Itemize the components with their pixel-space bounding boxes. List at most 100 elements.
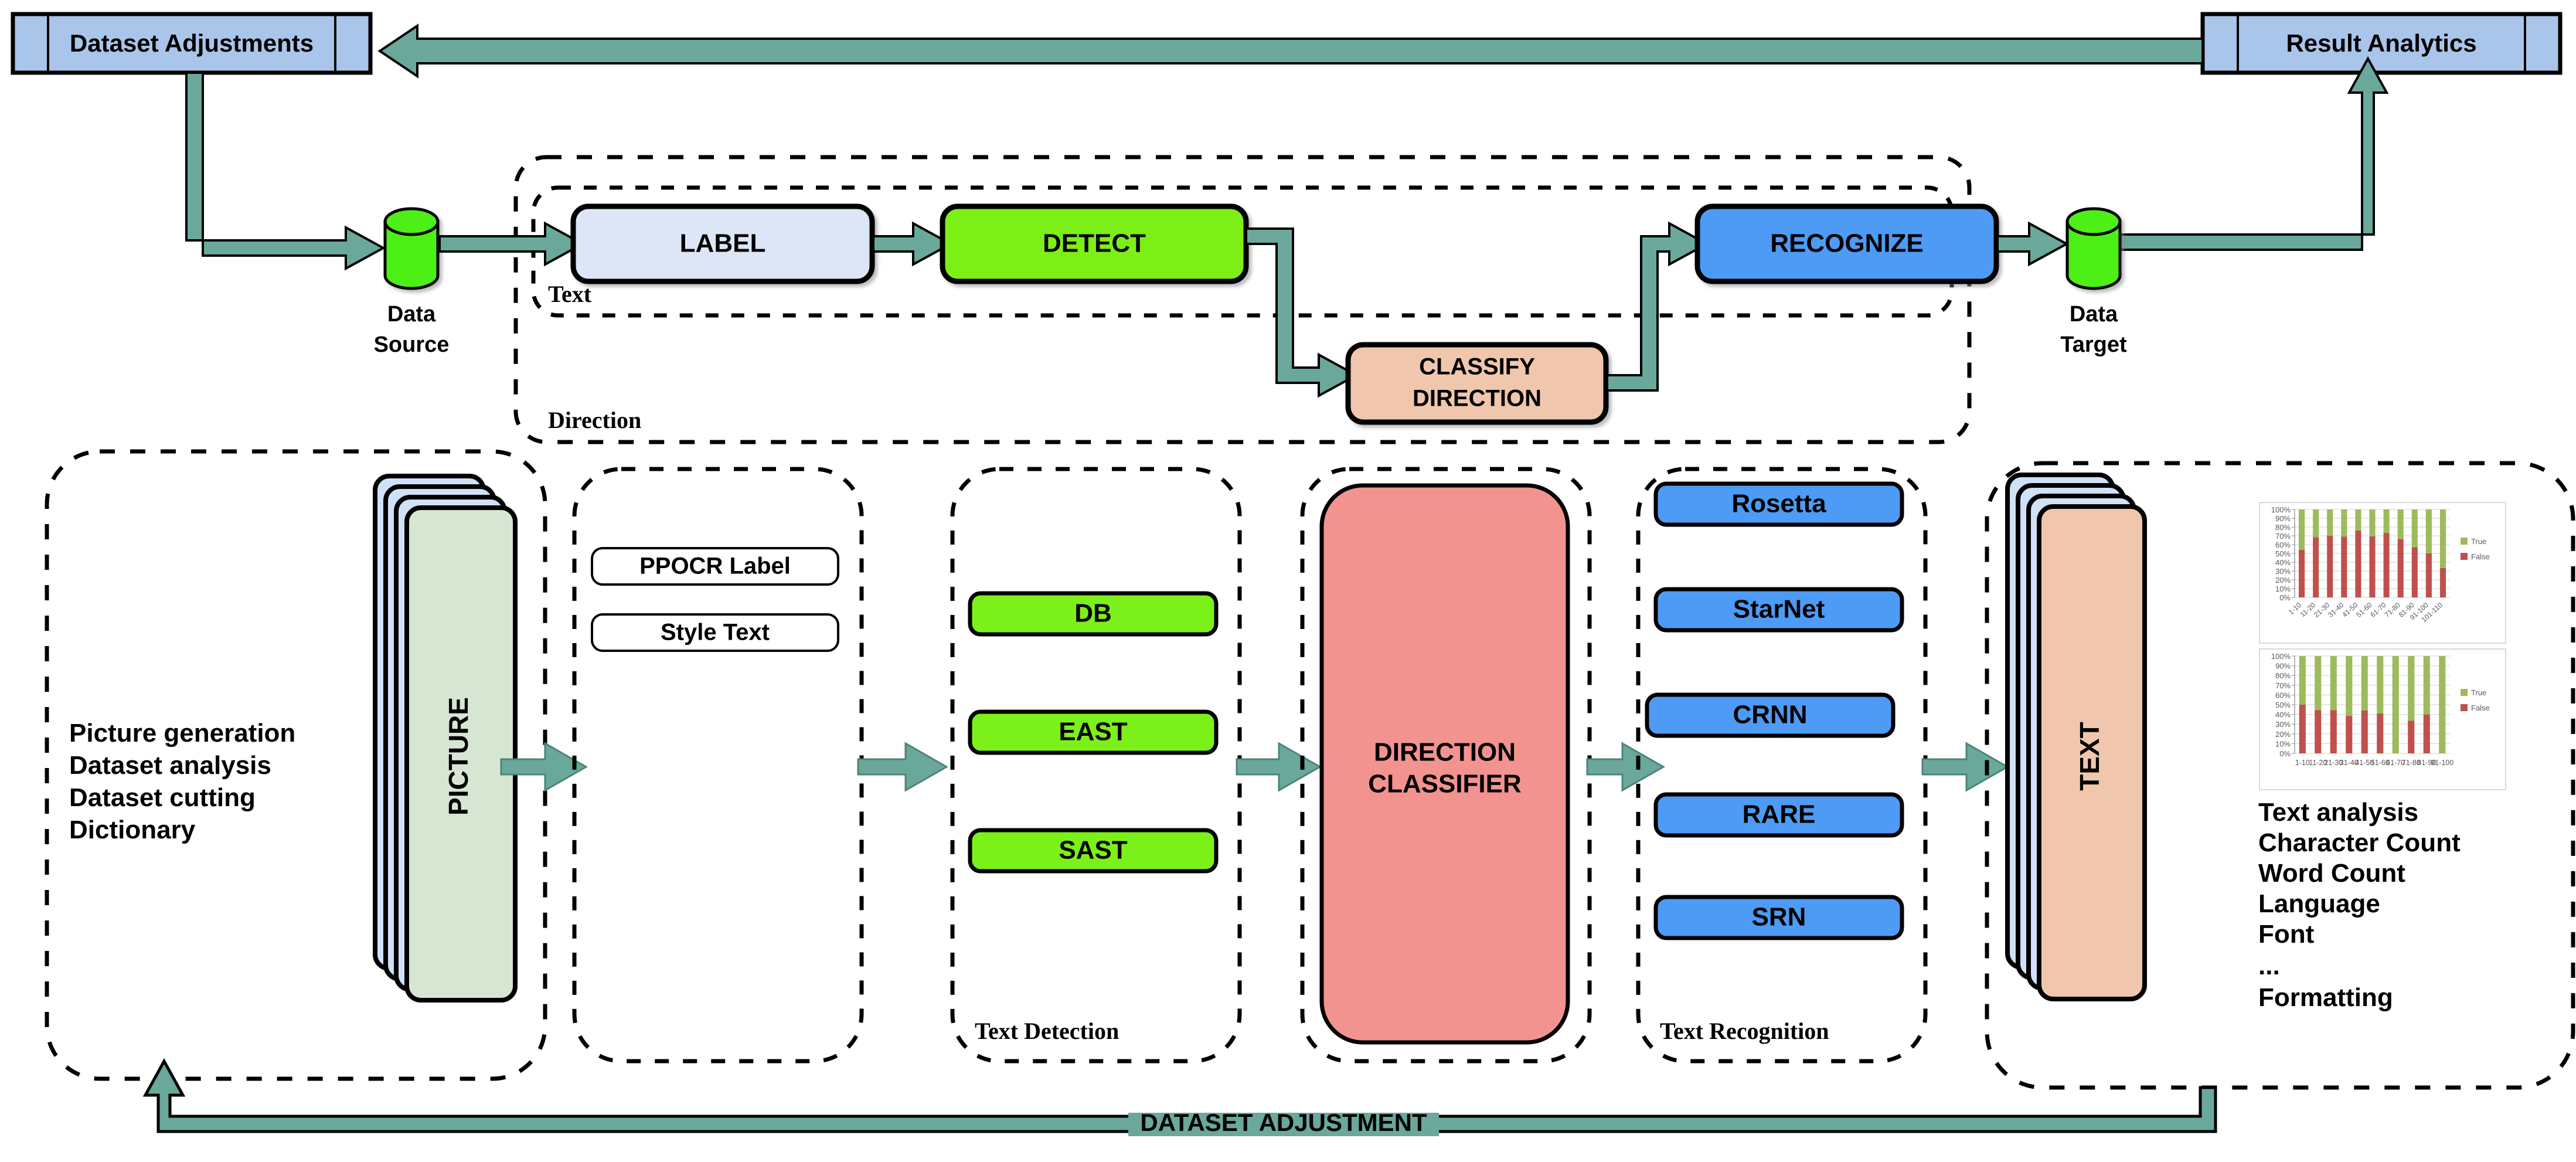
analytics-line-3: Language [2258, 889, 2380, 918]
svg-text:20%: 20% [2275, 576, 2291, 585]
svg-text:81-90: 81-90 [2417, 759, 2436, 767]
step-label[interactable]: LABEL [570, 203, 875, 284]
arrow-classify-to-recognize [1606, 221, 1710, 392]
item-crnn[interactable]: CRNN [1645, 692, 1896, 738]
stack-picture[interactable]: PICTURE [373, 474, 518, 1003]
node-data-target-label-line2: Target [2060, 332, 2127, 357]
svg-text:70%: 70% [2275, 681, 2291, 690]
step-classify-direction-line2: DIRECTION [1413, 386, 1541, 412]
stack-text[interactable]: TEXT [2005, 473, 2147, 1001]
svg-text:80%: 80% [2275, 523, 2291, 532]
svg-text:100%: 100% [2271, 652, 2291, 661]
group-text-label: Text [548, 281, 592, 307]
step-detect-text: DETECT [1043, 229, 1146, 258]
item-style-text-text: Style Text [661, 620, 770, 645]
node-data-source-label-line1: Data [387, 302, 436, 327]
arrow-recognize-to-datatarget [1996, 221, 2070, 267]
node-result-analytics[interactable]: Result Analytics [2200, 12, 2563, 75]
item-crnn-text: CRNN [1733, 701, 1807, 729]
panel-text-detection: Text Detection [950, 467, 1242, 1064]
arrow-adjustments-to-datasource [185, 72, 386, 271]
analytics-line-0: Text analysis [2258, 798, 2418, 827]
svg-text:41-50: 41-50 [2355, 759, 2374, 767]
step-recognize-text: RECOGNIZE [1770, 229, 1924, 258]
svg-text:11-20: 11-20 [2309, 759, 2327, 767]
svg-text:True: True [2471, 688, 2486, 697]
item-srn-text: SRN [1752, 903, 1806, 932]
item-db[interactable]: DB [968, 591, 1219, 637]
arrow-label-to-detect [872, 221, 954, 267]
item-starnet[interactable]: StarNet [1653, 587, 1904, 633]
node-dataset-adjustments[interactable]: Dataset Adjustments [11, 12, 373, 75]
step-label-text: LABEL [680, 229, 766, 258]
svg-text:1-10: 1-10 [2295, 759, 2310, 767]
svg-text:51-60: 51-60 [2371, 759, 2390, 767]
node-result-analytics-label: Result Analytics [2286, 29, 2476, 57]
step-detect[interactable]: DETECT [940, 203, 1249, 284]
item-sast-text: SAST [1059, 836, 1127, 865]
analytics-line-1: Character Count [2258, 828, 2461, 857]
svg-text:21-30: 21-30 [2324, 759, 2343, 767]
item-east[interactable]: EAST [968, 709, 1219, 755]
svg-text:70%: 70% [2275, 532, 2291, 541]
arrow-detection-to-classifier [1236, 742, 1322, 792]
item-rosetta[interactable]: Rosetta [1653, 481, 1904, 527]
panel-text-detection-caption: Text Detection [975, 1018, 1119, 1044]
svg-text:30%: 30% [2275, 567, 2291, 576]
panel-picture-line-3: Dictionary [69, 816, 196, 844]
svg-text:31-40: 31-40 [2340, 759, 2359, 767]
bottom-flow-label: DATASET ADJUSTMENT [1140, 1109, 1427, 1136]
item-direction-classifier[interactable]: DIRECTION CLASSIFIER [1319, 483, 1570, 1045]
svg-text:91-100: 91-100 [2431, 759, 2454, 767]
item-srn[interactable]: SRN [1653, 895, 1904, 940]
svg-text:30%: 30% [2275, 720, 2291, 729]
svg-text:False: False [2471, 704, 2490, 712]
svg-text:60%: 60% [2275, 541, 2291, 549]
chart-2: 0%10%20%30%40%50%60%70%80%90%100%1-1011-… [2259, 648, 2506, 790]
item-style-text[interactable]: Style Text [591, 613, 839, 652]
arrow-datatarget-to-analytics [2091, 56, 2389, 251]
panel-picture-line-2: Dataset cutting [69, 783, 256, 812]
svg-text:10%: 10% [2275, 739, 2291, 748]
item-ppocr-label[interactable]: PPOCR Label [591, 547, 839, 586]
chart-1: 0%10%20%30%40%50%60%70%80%90%100%1-1011-… [2259, 502, 2506, 644]
panel-picture-line-1: Dataset analysis [69, 751, 271, 780]
item-direction-classifier-line2: CLASSIFIER [1368, 770, 1522, 799]
item-sast[interactable]: SAST [968, 828, 1219, 874]
node-dataset-adjustments-label: Dataset Adjustments [70, 29, 314, 57]
panel-text-recognition-caption: Text Recognition [1660, 1018, 1829, 1044]
arrow-detect-to-classify [1245, 227, 1359, 398]
svg-text:61-70: 61-70 [2386, 759, 2405, 767]
svg-text:100%: 100% [2271, 505, 2291, 514]
svg-text:True: True [2471, 537, 2486, 546]
node-data-source-label-line2: Source [374, 332, 450, 357]
node-data-target-label-line1: Data [2070, 302, 2118, 327]
stack-text-label: TEXT [2074, 722, 2105, 791]
step-classify-direction[interactable]: CLASSIFY DIRECTION [1345, 342, 1609, 425]
svg-text:60%: 60% [2275, 691, 2291, 699]
item-ppocr-label-text: PPOCR Label [639, 553, 791, 579]
analytics-line-6: Formatting [2258, 983, 2393, 1012]
svg-text:0%: 0% [2279, 749, 2291, 758]
svg-text:90%: 90% [2275, 514, 2291, 523]
svg-text:False: False [2471, 552, 2490, 561]
item-direction-classifier-line1: DIRECTION [1374, 738, 1516, 767]
node-data-source[interactable] [383, 207, 440, 290]
svg-text:20%: 20% [2275, 730, 2291, 739]
svg-text:40%: 40% [2275, 711, 2291, 719]
item-east-text: EAST [1059, 718, 1127, 746]
arrow-picture-to-labeling [500, 742, 588, 792]
svg-text:80%: 80% [2275, 671, 2291, 680]
step-recognize[interactable]: RECOGNIZE [1694, 203, 1999, 284]
item-starnet-text: StarNet [1733, 595, 1825, 624]
arrow-datasource-to-label [438, 221, 586, 267]
step-classify-direction-line1: CLASSIFY [1419, 354, 1535, 380]
stack-picture-label: PICTURE [443, 697, 474, 816]
svg-text:71-80: 71-80 [2402, 759, 2421, 767]
item-rare[interactable]: RARE [1653, 792, 1904, 838]
group-direction-label: Direction [548, 407, 641, 433]
svg-text:50%: 50% [2275, 701, 2291, 709]
node-data-target[interactable] [2065, 207, 2122, 290]
svg-text:40%: 40% [2275, 558, 2291, 567]
